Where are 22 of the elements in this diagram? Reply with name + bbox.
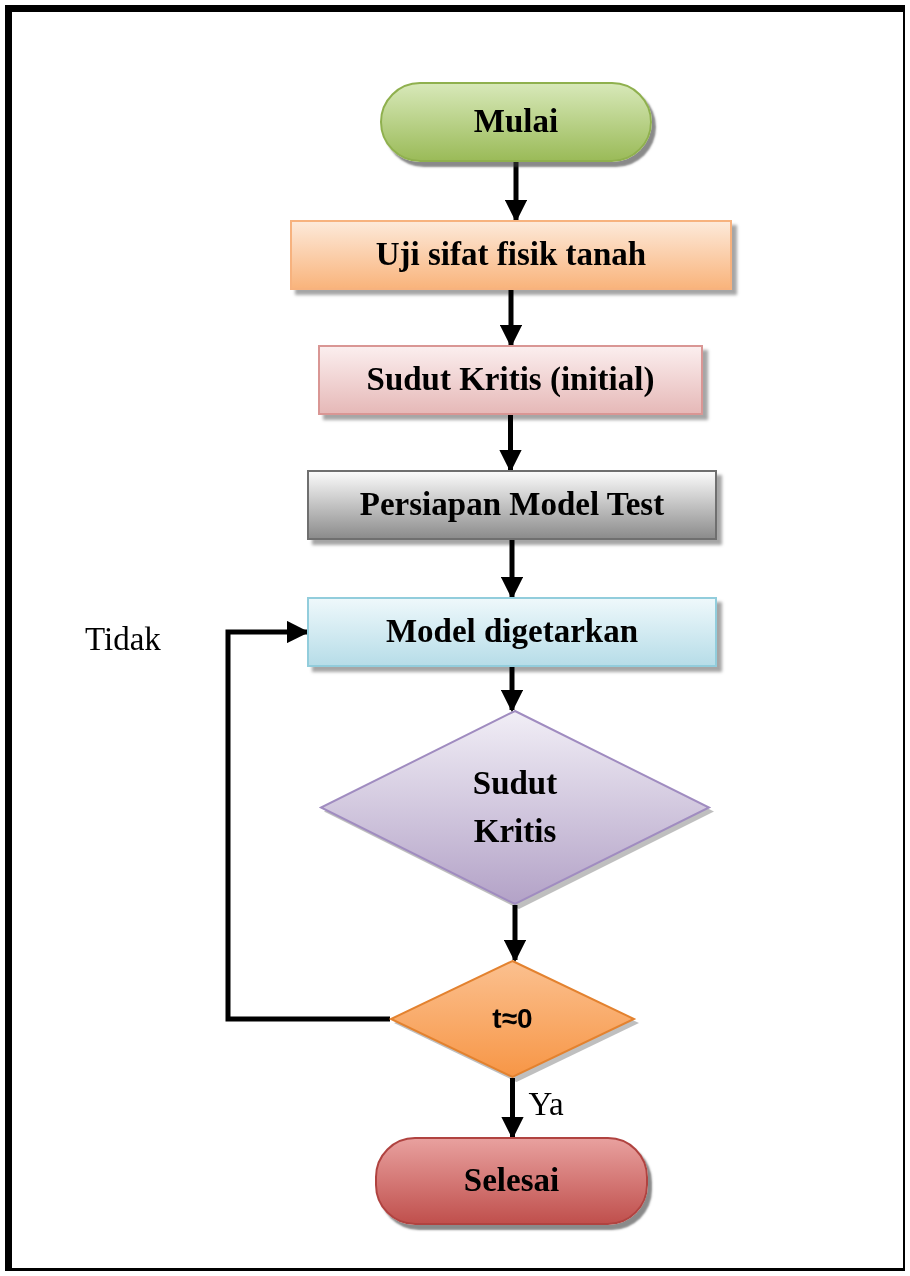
arrow (499, 415, 522, 473)
terminal-pill (375, 1137, 648, 1225)
node-label: Selesai (463, 1161, 560, 1201)
edge-label: Ya (528, 1086, 564, 1123)
arrow (500, 667, 524, 713)
node-label: Persiapan Model Test (359, 485, 665, 525)
node-label: Model digetarkan (385, 612, 639, 652)
arrow (503, 905, 527, 963)
arrow (499, 290, 523, 348)
process-box (307, 597, 717, 667)
arrow (501, 1078, 524, 1140)
node-label: Uji sifat fisik tanah (375, 235, 647, 275)
node-label: Mulai (473, 102, 559, 142)
process-box (318, 345, 703, 415)
arrow (504, 162, 528, 223)
arrow (500, 540, 524, 600)
edge-label: Tidak (85, 620, 161, 658)
process-box (307, 470, 717, 540)
process-box (290, 220, 732, 290)
terminal-pill (380, 82, 652, 162)
arrow (225, 620, 390, 1022)
node-label: Sudut Kritis (initial) (366, 360, 655, 400)
